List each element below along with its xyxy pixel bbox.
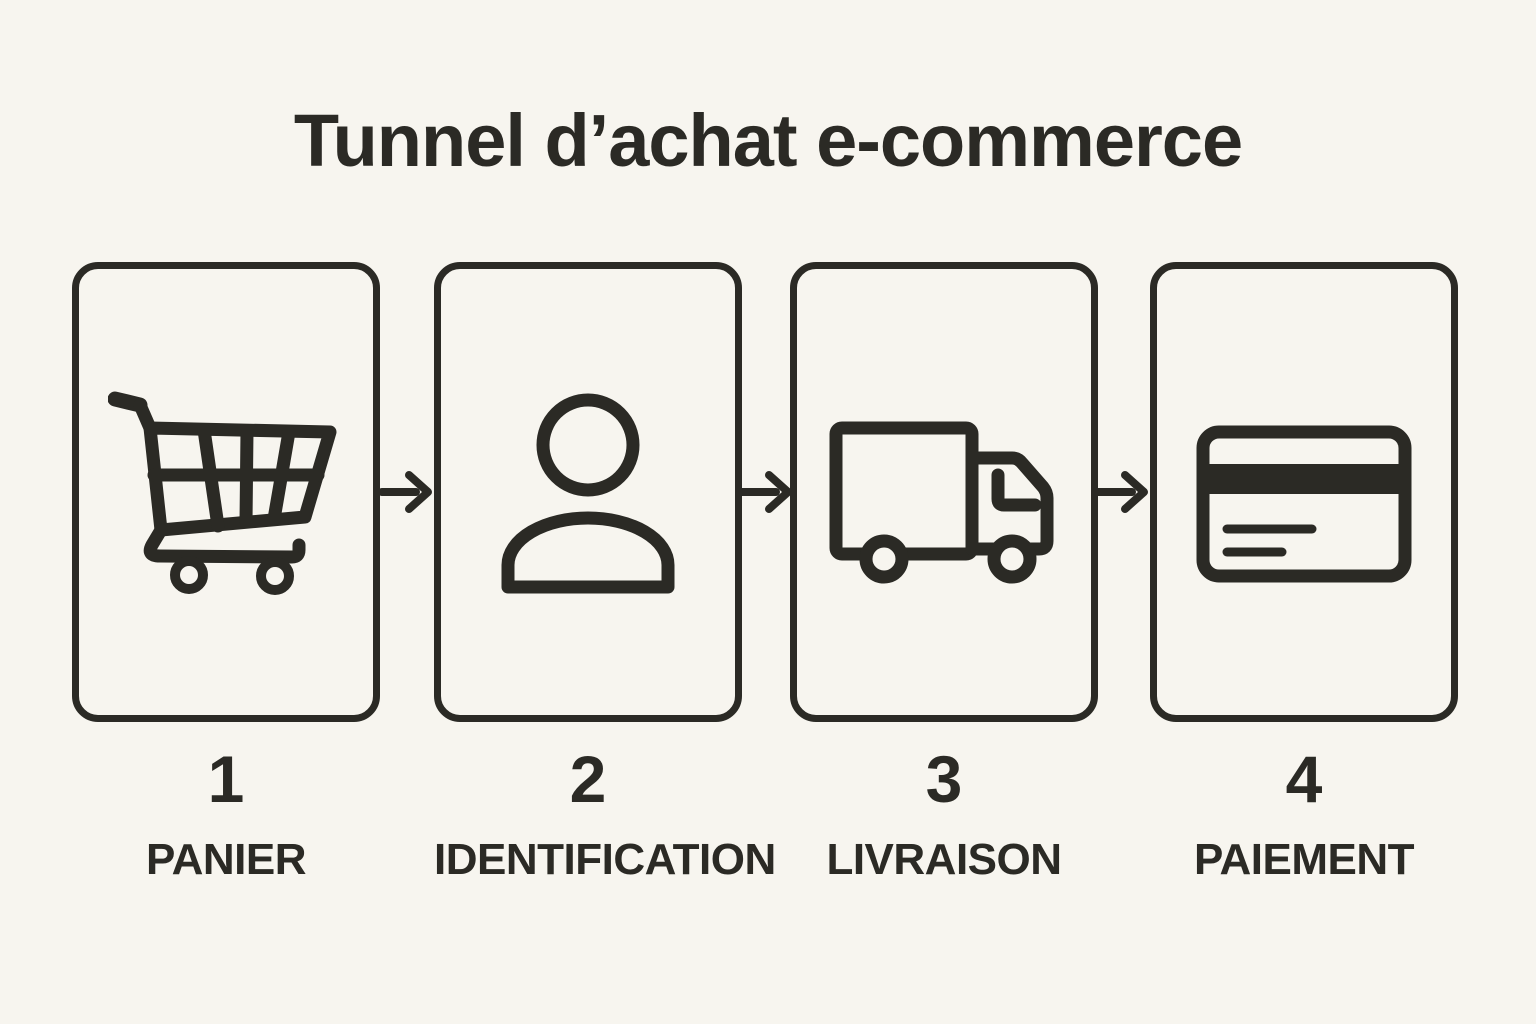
arrow-right-icon [740, 471, 792, 513]
step-livraison: 3 LIVRAISON [790, 262, 1098, 882]
step-label: PAIEMENT [1193, 835, 1415, 884]
credit-card-icon [1196, 425, 1412, 583]
step-box-paiement [1150, 262, 1458, 722]
step-box-identification [434, 262, 742, 722]
user-icon [501, 393, 675, 594]
step-label: PANIER [146, 835, 306, 884]
arrow-right-icon [380, 471, 432, 513]
step-paiement: 4 PAIEMENT [1150, 262, 1458, 882]
step-box-panier [72, 262, 380, 722]
step-panier: 1 PANIER [72, 262, 380, 882]
step-label: IDENTIFICATION [434, 835, 776, 884]
step-number: 2 [569, 742, 607, 816]
step-number: 4 [1285, 742, 1323, 816]
step-number: 3 [925, 742, 963, 816]
truck-icon [829, 421, 1054, 584]
step-identification: 2 IDENTIFICATION [434, 262, 776, 884]
arrow-right-icon [1096, 471, 1148, 513]
step-box-livraison [790, 262, 1098, 722]
page-title: Tunnel d’achat e-commerce [293, 99, 1243, 182]
step-label: LIVRAISON [826, 835, 1062, 884]
step-number: 1 [207, 742, 245, 816]
cart-icon [108, 391, 337, 595]
